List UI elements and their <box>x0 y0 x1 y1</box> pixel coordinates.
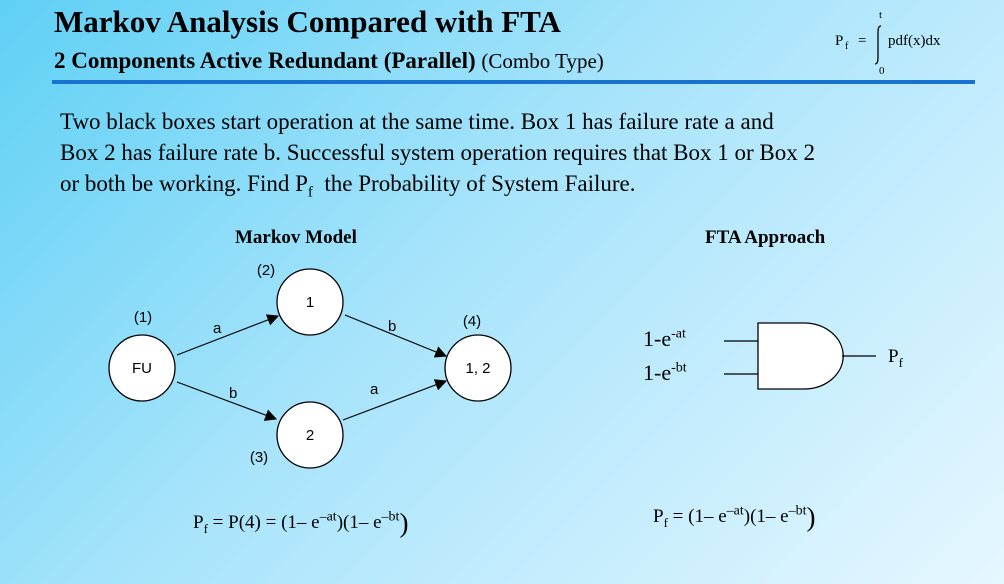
corner-integral-formula: P f = t 0 pdf(x)dx <box>835 9 941 77</box>
transition-label-2-12: a <box>370 381 379 398</box>
state-2-number: (3) <box>250 449 268 466</box>
transition-label-fu-2: b <box>229 385 237 402</box>
state-2: 2 <box>276 401 344 469</box>
state-12-label: 1, 2 <box>465 360 490 377</box>
state-fu-number: (1) <box>134 309 152 326</box>
intro-line-3: or both be working. Find Pf the Probabil… <box>60 171 636 201</box>
corner-equals: = <box>858 33 866 49</box>
markov-formula: Pf = P(4) = (1– e–at)(1– e–bt) <box>193 508 409 538</box>
fta-output: Pf <box>888 346 903 370</box>
corner-lower-limit: 0 <box>879 65 885 77</box>
corner-upper-limit: t <box>879 9 882 21</box>
state-2-label: 2 <box>306 427 314 444</box>
integral-sign <box>874 25 882 65</box>
transition-2-to-12 <box>342 379 448 421</box>
state-1-label: 1 <box>306 294 314 311</box>
intro-line-1: Two black boxes start operation at the s… <box>60 109 774 134</box>
and-gate-body <box>757 322 844 390</box>
transition-fu-to-1 <box>176 314 280 356</box>
subtitle-text: 2 Components Active Redundant (Parallel) <box>54 48 476 73</box>
page-subtitle: 2 Components Active Redundant (Parallel)… <box>54 48 604 74</box>
fta-input-1: 1-e-at <box>643 326 686 351</box>
corner-lhs: P <box>835 33 843 49</box>
transition-label-1-12: b <box>388 318 396 335</box>
corner-lhs-sub: f <box>845 41 849 52</box>
state-fu: FU <box>108 334 176 402</box>
corner-integrand: pdf(x)dx <box>888 33 941 49</box>
fta-input-2: 1-e-bt <box>643 360 687 385</box>
state-12: 1, 2 <box>444 334 512 402</box>
transition-1-to-12 <box>344 314 448 358</box>
transition-label-fu-1: a <box>213 320 222 337</box>
state-1-number: (2) <box>257 262 275 279</box>
markov-header: Markov Model <box>235 227 357 248</box>
page-title: Markov Analysis Compared with FTA <box>54 4 561 39</box>
and-gate <box>724 322 876 390</box>
fta-header: FTA Approach <box>705 227 826 248</box>
problem-statement: Two black boxes start operation at the s… <box>60 106 960 209</box>
state-1: 1 <box>276 268 344 336</box>
transition-fu-to-2 <box>176 381 278 421</box>
intro-line-2: Box 2 has failure rate b. Successful sys… <box>60 140 816 165</box>
subtitle-note: (Combo Type) <box>481 49 604 73</box>
state-fu-label: FU <box>132 360 152 377</box>
fta-formula: Pf = (1– e–at)(1– e–bt) <box>653 502 816 532</box>
state-12-number: (4) <box>463 313 481 330</box>
title-divider <box>52 80 975 84</box>
